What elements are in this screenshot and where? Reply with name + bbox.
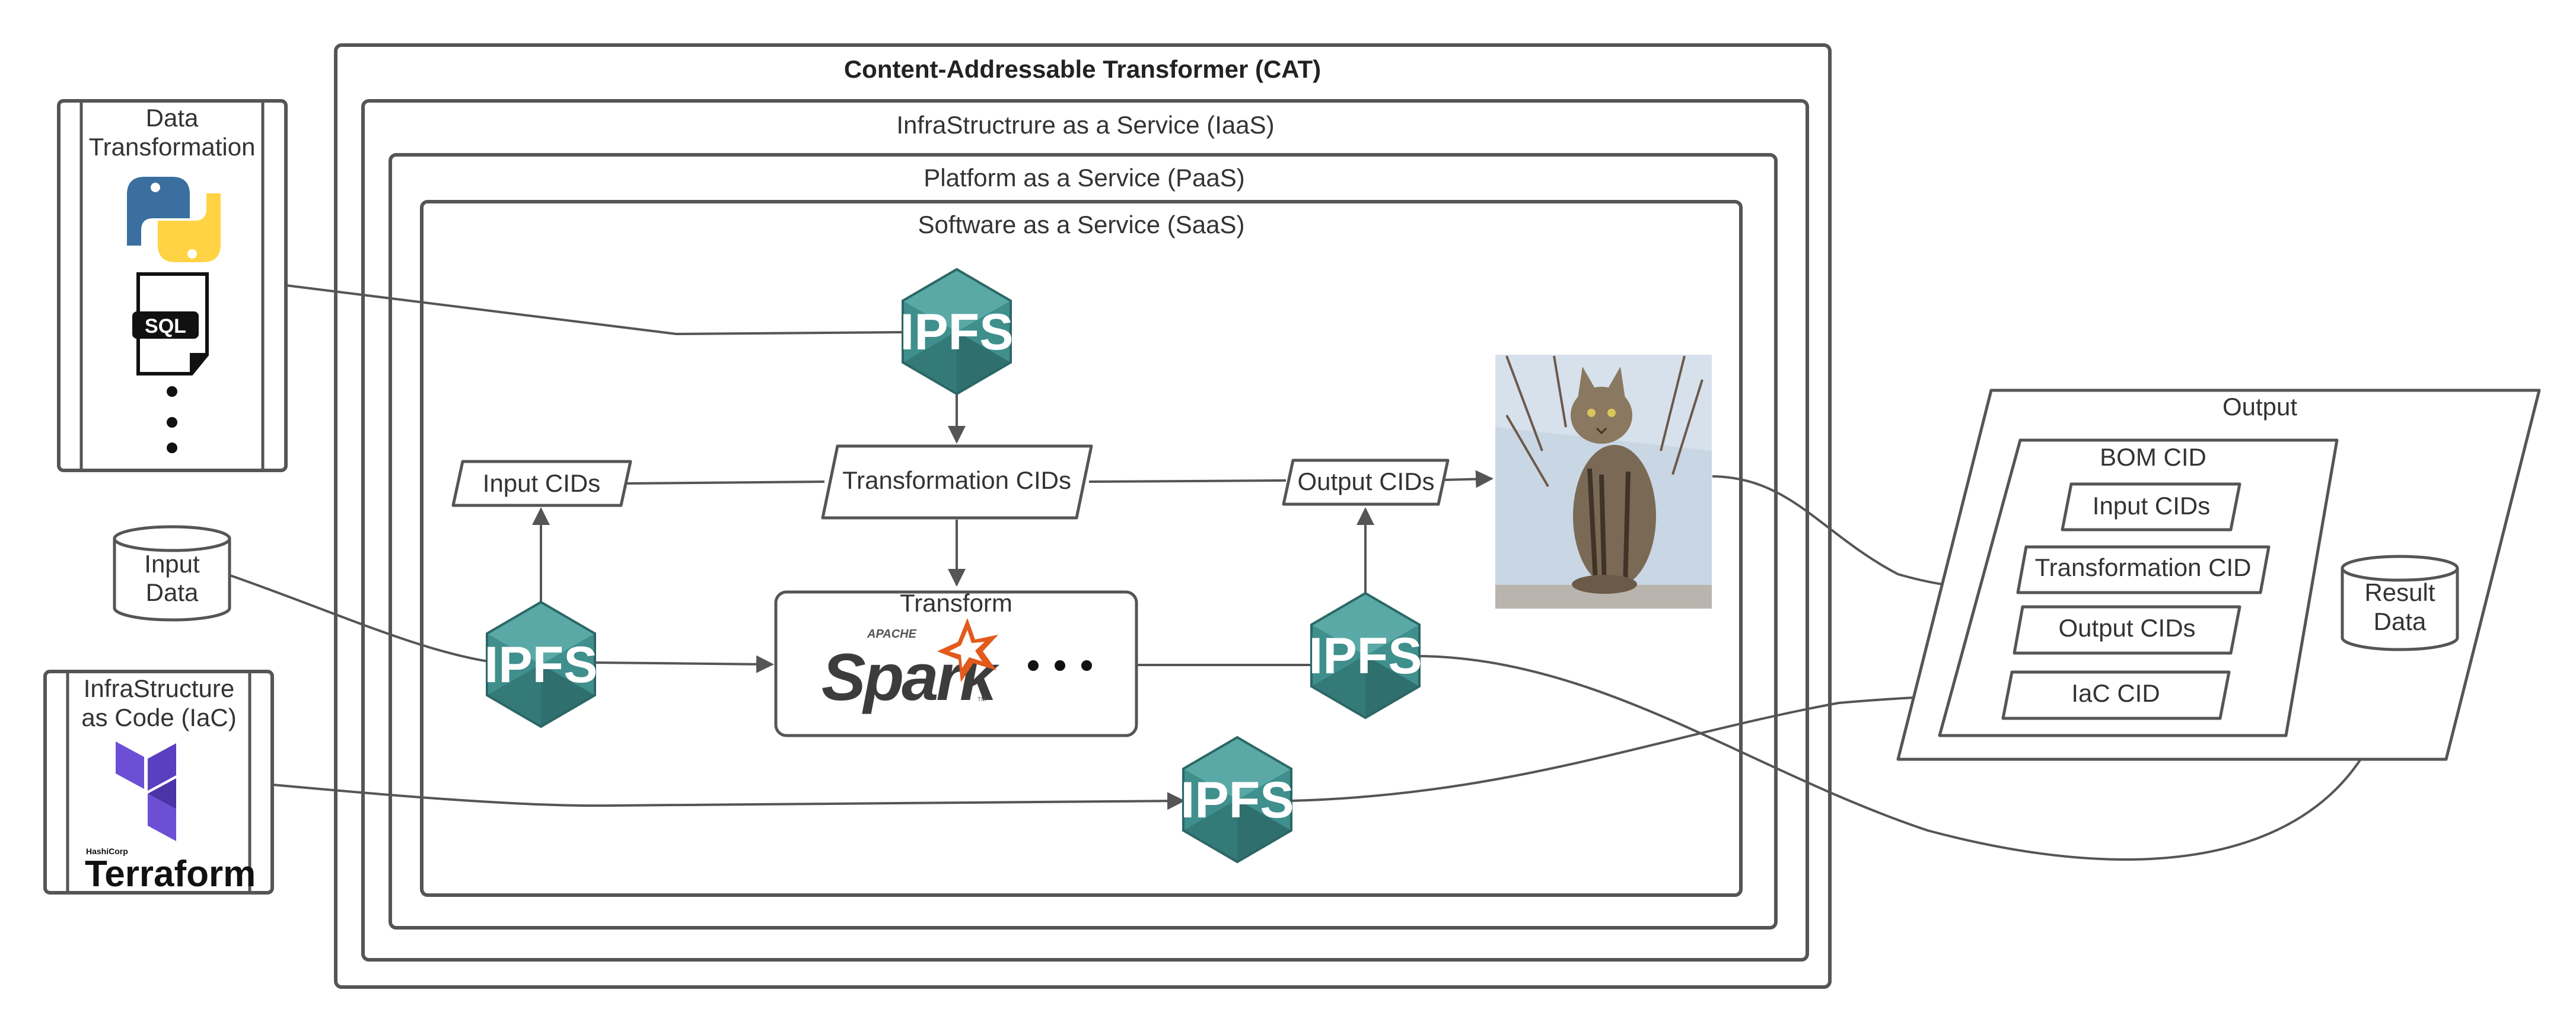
cat-container xyxy=(334,43,1832,989)
python-logo-icon xyxy=(127,177,221,262)
bom-input-cids-item: Input CIDs xyxy=(2061,482,2241,531)
saas-container xyxy=(420,200,1743,897)
input-data-cylinder: Input Data xyxy=(113,525,231,622)
data-transformation-title-line2: Transformation xyxy=(89,133,256,161)
transform-title: Transform xyxy=(900,589,1012,617)
output-cids-label: Output CIDs xyxy=(1297,467,1434,495)
input-data-line1: Input xyxy=(144,550,200,578)
output-title: Output xyxy=(2222,393,2297,421)
result-data-cylinder: Result Data xyxy=(2341,555,2459,651)
transform-node: Transform APACHE Spark TM xyxy=(774,589,1138,737)
paas-title: Platform as a Service (PaaS) xyxy=(924,164,1245,192)
iaas-title: InfraStructrure as a Service (IaaS) xyxy=(896,111,1274,139)
paas-container xyxy=(389,153,1778,930)
sql-file-icon: SQL xyxy=(132,272,209,375)
hashicorp-label: HashiCorp xyxy=(86,846,128,856)
ipfs-top-label: IPFS xyxy=(900,304,1013,361)
spark-tm-label: TM xyxy=(977,696,986,703)
result-data-line1: Result xyxy=(2364,578,2435,606)
transformation-cids-node: Transformation CIDs xyxy=(821,444,1093,520)
iac-title-line2: as Code (IaC) xyxy=(81,704,236,731)
output-cids-node: Output CIDs xyxy=(1282,459,1450,506)
bom-output-cids-label: Output CIDs xyxy=(2058,614,2195,642)
link-transformation-to-output-cids xyxy=(1088,479,1287,483)
link-input-data-to-ipfs xyxy=(230,574,489,663)
bom-cid-title: BOM CID xyxy=(2100,443,2206,471)
data-transformation-title-line1: Data xyxy=(146,104,199,132)
more-transforms-dots-icon xyxy=(1028,660,1092,671)
link-output-cids-to-cat xyxy=(1444,470,1494,488)
link-ipfs-left-to-transform xyxy=(594,655,774,673)
apache-spark-logo-icon: APACHE Spark TM xyxy=(821,618,1002,714)
bom-input-cids-label: Input CIDs xyxy=(2093,492,2210,520)
ipfs-bottom-label: IPFS xyxy=(1180,772,1294,829)
bom-iac-cid-item: IaC CID xyxy=(2001,670,2231,720)
data-transformation-block: Data Transformation SQL xyxy=(57,99,288,472)
apache-label: APACHE xyxy=(867,628,917,641)
more-items-dots-icon xyxy=(167,386,177,453)
cat-title: Content-Addressable Transformer (CAT) xyxy=(844,55,1321,83)
result-data-line2: Data xyxy=(2374,607,2427,635)
terraform-logo-icon xyxy=(116,741,176,841)
ipfs-left: IPFS xyxy=(484,601,598,728)
iaas-container xyxy=(361,99,1809,962)
bom-output-cids-item: Output CIDs xyxy=(2013,605,2241,655)
bom-transformation-cid-label: Transformation CID xyxy=(2035,553,2252,581)
bom-transformation-cid-item: Transformation CID xyxy=(2016,545,2271,594)
bom-iac-cid-label: IaC CID xyxy=(2071,679,2160,707)
input-data-line2: Data xyxy=(146,578,199,606)
link-input-to-transformation-cids xyxy=(625,480,825,485)
link-cat-image-to-bom xyxy=(1712,475,1979,596)
sql-badge: SQL xyxy=(145,315,186,338)
ipfs-left-label: IPFS xyxy=(484,636,597,693)
link-iac-to-ipfs-bottom xyxy=(273,784,1185,810)
link-ipfs-right-to-result-data xyxy=(1419,648,2405,861)
output-block: Output BOM CID Input CIDs Transformation… xyxy=(1896,389,2541,761)
ipfs-bottom: IPFS xyxy=(1180,736,1294,863)
ipfs-top: IPFS xyxy=(900,268,1014,395)
iac-title-line1: InfraStructure xyxy=(84,674,234,702)
saas-title: Software as a Service (SaaS) xyxy=(918,211,1245,238)
ipfs-right: IPFS xyxy=(1308,592,1422,719)
input-cids-node: Input CIDs xyxy=(451,460,632,507)
transformation-cids-label: Transformation CIDs xyxy=(842,466,1071,494)
iac-block: InfraStructure as Code (IaC) HashiCorp T… xyxy=(43,670,274,895)
input-cids-label: Input CIDs xyxy=(483,469,600,497)
link-datatransform-to-ipfs xyxy=(285,284,906,336)
terraform-label: Terraform xyxy=(85,854,256,895)
cat-photo-image xyxy=(1495,355,1712,609)
ipfs-right-label: IPFS xyxy=(1308,628,1422,685)
